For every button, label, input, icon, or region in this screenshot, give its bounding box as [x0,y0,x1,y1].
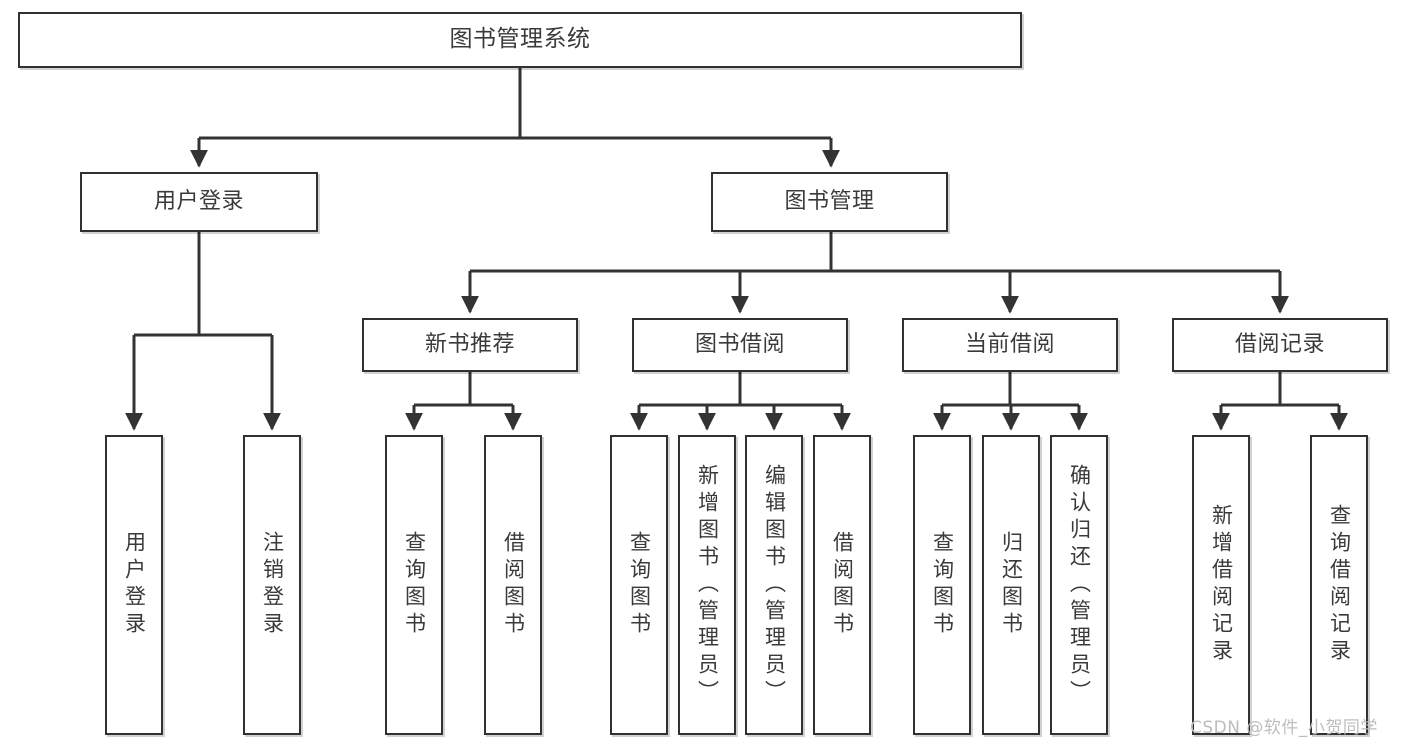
node-label: 当前借阅 [964,331,1055,357]
node-label: 图书管理 [784,188,875,214]
leaf-node-edit-book-admin[interactable]: 编辑图书（管理员） [745,435,803,735]
node-root-system[interactable]: 图书管理系统 [18,12,1022,68]
leaf-node-query-book-newrec[interactable]: 查询图书 [385,435,443,735]
node-label: 借阅记录 [1234,331,1325,357]
leaf-label: 注销登录 [260,531,285,639]
node-label: 用户登录 [153,188,244,214]
leaf-node-query-book-borrow[interactable]: 查询图书 [610,435,668,735]
leaf-node-add-book-admin[interactable]: 新增图书（管理员） [678,435,736,735]
leaf-label: 用户登录 [122,531,147,639]
node-book-management[interactable]: 图书管理 [711,172,948,232]
node-new-book-recommend[interactable]: 新书推荐 [362,318,578,372]
node-label: 图书管理系统 [449,26,591,53]
node-user-login[interactable]: 用户登录 [80,172,318,232]
leaf-label: 查询图书 [930,531,955,639]
leaf-label: 新增借阅记录 [1209,504,1234,666]
leaf-node-query-book-current[interactable]: 查询图书 [913,435,971,735]
node-book-borrow[interactable]: 图书借阅 [632,318,848,372]
leaf-node-query-borrow-record[interactable]: 查询借阅记录 [1310,435,1368,735]
leaf-label: 查询图书 [627,531,652,639]
node-current-borrow[interactable]: 当前借阅 [902,318,1118,372]
leaf-node-add-borrow-record[interactable]: 新增借阅记录 [1192,435,1250,735]
leaf-node-return-book[interactable]: 归还图书 [982,435,1040,735]
leaf-node-user-login[interactable]: 用户登录 [105,435,163,735]
leaf-node-borrow-book[interactable]: 借阅图书 [813,435,871,735]
leaf-node-confirm-return-admin[interactable]: 确认归还（管理员） [1050,435,1108,735]
leaf-label: 新增图书（管理员） [695,463,720,707]
leaf-node-borrow-book-newrec[interactable]: 借阅图书 [484,435,542,735]
leaf-label: 编辑图书（管理员） [762,463,787,707]
node-borrow-records[interactable]: 借阅记录 [1172,318,1388,372]
leaf-label: 借阅图书 [830,531,855,639]
leaf-label: 查询图书 [402,531,427,639]
leaf-label: 归还图书 [999,531,1024,639]
leaf-label: 借阅图书 [501,531,526,639]
node-label: 图书借阅 [694,331,785,357]
node-label: 新书推荐 [424,331,515,357]
leaf-label: 查询借阅记录 [1327,504,1352,666]
leaf-node-logout[interactable]: 注销登录 [243,435,301,735]
leaf-label: 确认归还（管理员） [1067,463,1092,707]
